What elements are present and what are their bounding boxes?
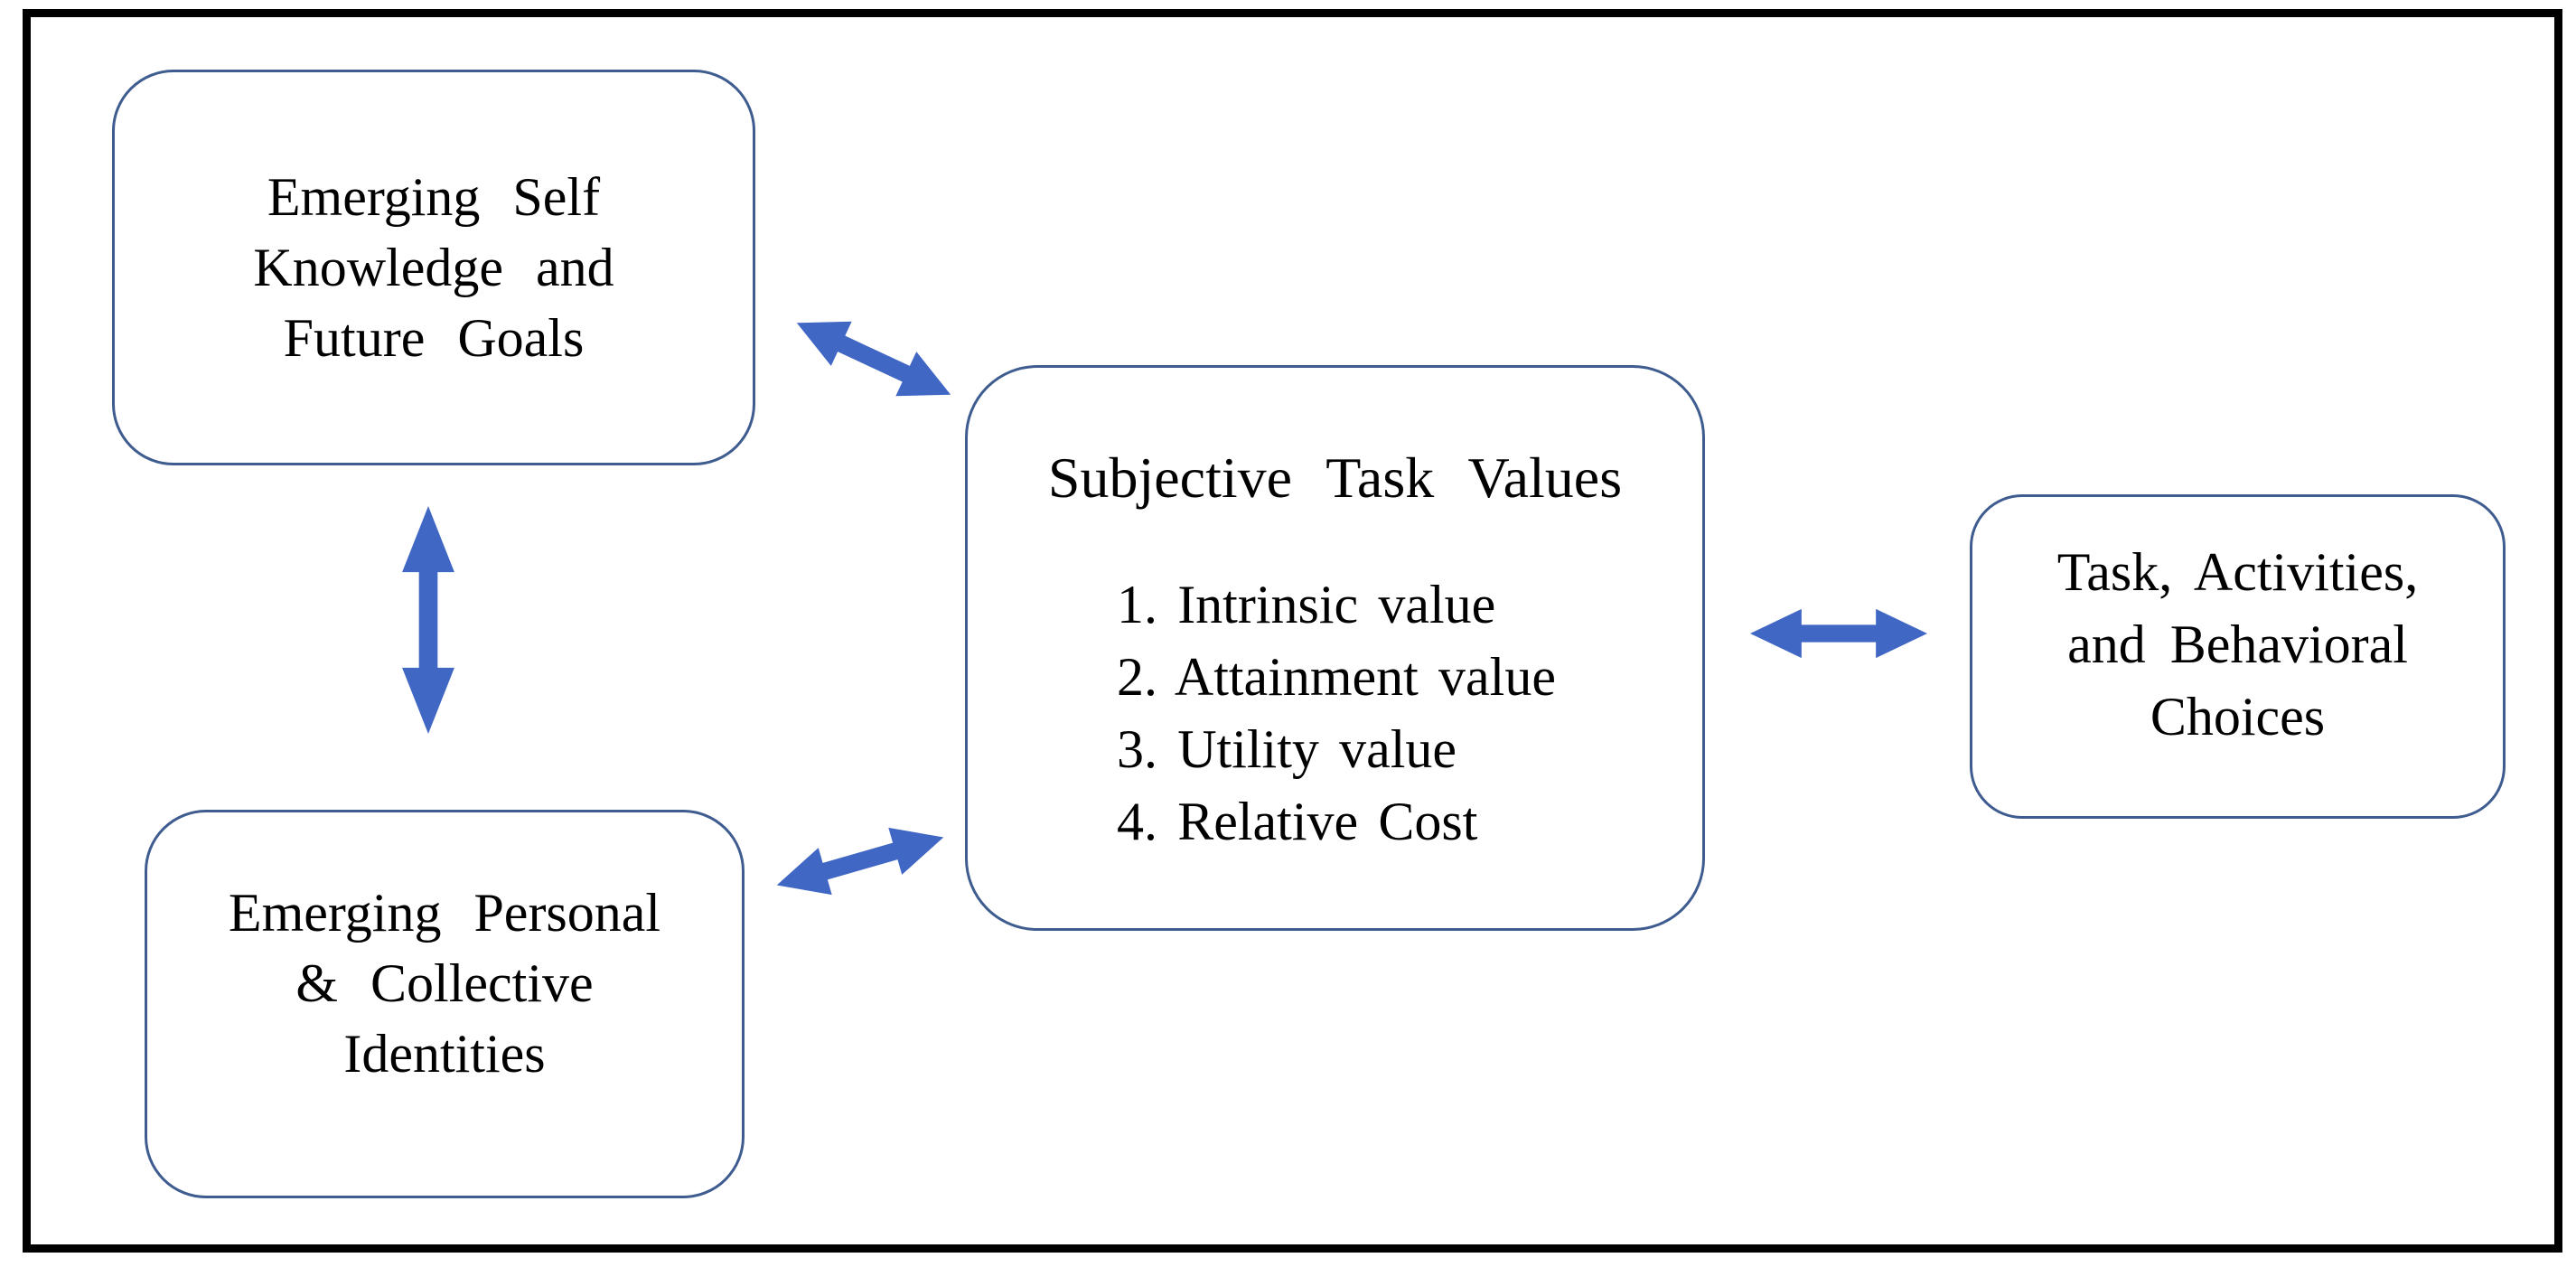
box-text: Task, Activities, and Behavioral Choices <box>1972 536 2503 753</box>
diagram-frame <box>23 9 2562 1253</box>
text-line: Knowledge and <box>253 238 614 297</box>
text-line: Task, Activities, <box>2056 541 2419 602</box>
double-arrow-vertical-icon <box>402 506 454 734</box>
stv-list: 1. Intrinsic value 2. Attainment value 3… <box>1117 568 1702 858</box>
stv-list-item: 4. Relative Cost <box>1117 792 1478 851</box>
text-line: Choices <box>2150 686 2326 746</box>
box-emerging-self-knowledge: Emerging Self Knowledge and Future Goals <box>112 70 755 465</box>
double-arrow-diagonal-icon <box>776 827 944 896</box>
text-line: & Collective <box>295 953 594 1013</box>
box-text: Emerging Personal & Collective Identitie… <box>147 878 742 1089</box>
double-arrow-diagonal-icon <box>796 321 951 397</box>
box-task-choices: Task, Activities, and Behavioral Choices <box>1970 494 2506 819</box>
stv-list-item: 3. Utility value <box>1117 719 1457 779</box>
text-line: Emerging Self <box>267 167 601 227</box>
arrow-stv-to-choices <box>1750 607 1927 660</box>
arrow-self-to-stv <box>786 299 962 418</box>
box-text: Emerging Self Knowledge and Future Goals <box>115 162 753 373</box>
stv-list-item: 1. Intrinsic value <box>1117 575 1496 634</box>
text-line: and Behavioral <box>2067 614 2408 674</box>
text-line: Identities <box>343 1024 546 1084</box>
arrow-self-to-identities <box>400 506 456 734</box>
text-line: Future Goals <box>283 308 585 368</box>
stv-list-item: 2. Attainment value <box>1117 647 1556 707</box>
double-arrow-horizontal-icon <box>1750 608 1927 659</box>
arrow-identities-to-stv <box>770 812 951 911</box>
box-subjective-task-values: Subjective Task Values 1. Intrinsic valu… <box>965 365 1705 931</box>
stv-title: Subjective Task Values <box>1047 446 1623 510</box>
box-emerging-identities: Emerging Personal & Collective Identitie… <box>145 810 745 1198</box>
text-line: Emerging Personal <box>228 883 661 943</box>
